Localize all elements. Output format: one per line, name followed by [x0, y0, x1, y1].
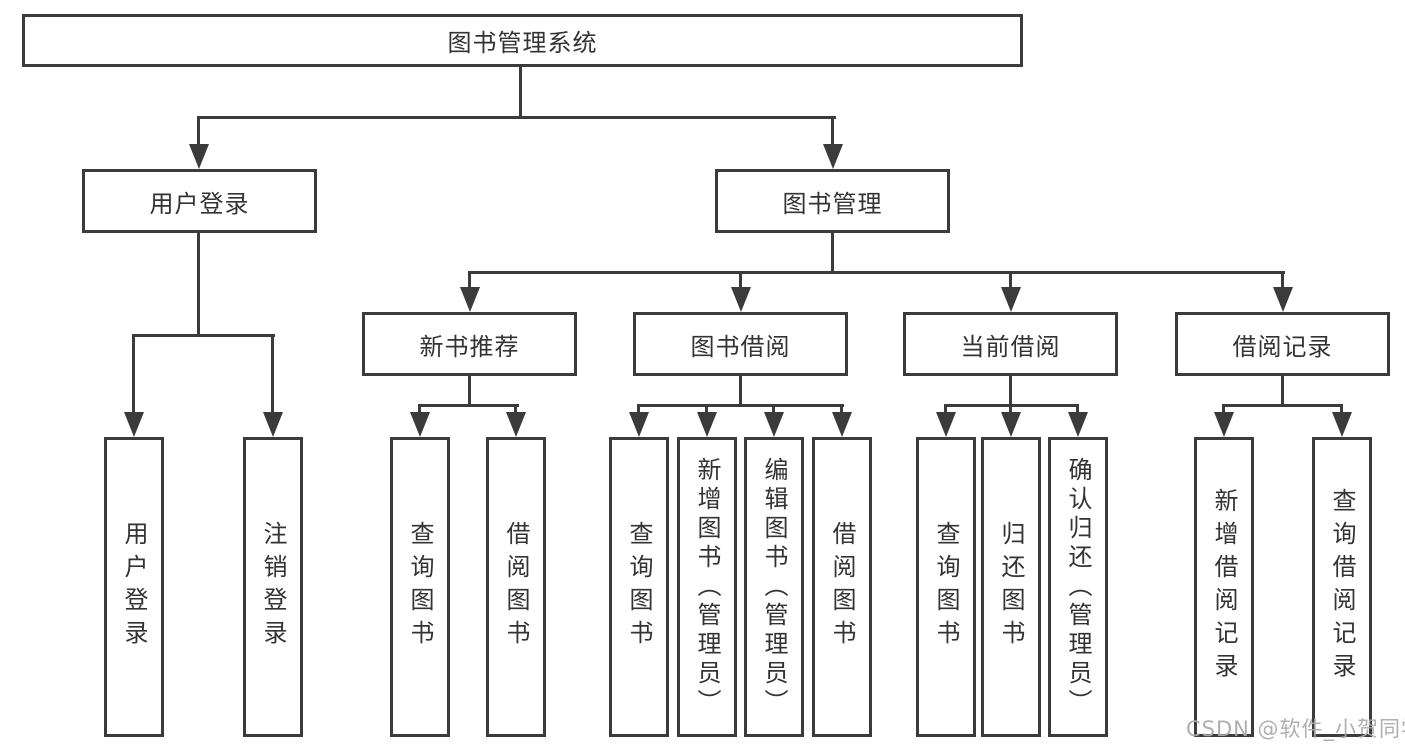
node-label: 图书借阅 [690, 332, 791, 361]
node-br-query-record: 查询借阅记录 [1312, 437, 1372, 737]
arrowhead-down-icon [263, 412, 283, 437]
connector-line [1009, 271, 1012, 299]
connector-line [468, 376, 471, 406]
node-label: 借阅记录 [1232, 332, 1333, 361]
node-label: 查询图书 [406, 521, 434, 653]
arrowhead-down-icon [1001, 412, 1021, 437]
node-label: 编辑图书（管理员） [760, 456, 788, 718]
node-label: 确认归还（管理员） [1064, 456, 1092, 718]
connector-line [831, 116, 834, 156]
arrowhead-down-icon [1273, 287, 1293, 312]
node-cb-return-books: 归还图书 [981, 437, 1041, 737]
node-current-borrow: 当前借阅 [903, 312, 1118, 376]
arrowhead-down-icon [764, 412, 784, 437]
connector-line [132, 334, 275, 337]
connector-line [418, 404, 519, 407]
arrowhead-down-icon [823, 144, 843, 169]
connector-line [1009, 376, 1012, 406]
connector-line [132, 334, 135, 424]
node-br-add-record: 新增借阅记录 [1194, 437, 1254, 737]
connector-line [1222, 404, 1343, 407]
connector-line [197, 116, 836, 119]
arrowhead-down-icon [629, 412, 649, 437]
arrowhead-down-icon [1068, 412, 1088, 437]
node-label: 借阅图书 [502, 521, 530, 653]
node-label: 查询图书 [625, 521, 653, 653]
connector-line [468, 271, 1285, 274]
node-label: 归还图书 [997, 521, 1025, 653]
arrowhead-down-icon [697, 412, 717, 437]
arrowhead-down-icon [1214, 412, 1234, 437]
connector-line [1281, 271, 1284, 299]
node-cb-query-books: 查询图书 [916, 437, 976, 737]
node-label: 新增图书（管理员） [693, 456, 721, 718]
connector-line [468, 271, 471, 299]
node-nb-query-books: 查询图书 [390, 437, 450, 737]
connector-line [739, 271, 742, 299]
node-label: 用户登录 [120, 521, 148, 653]
arrowhead-down-icon [410, 412, 430, 437]
arrowhead-down-icon [189, 144, 209, 169]
node-bb-add-books-admin: 新增图书（管理员） [677, 437, 737, 737]
arrowhead-down-icon [1332, 412, 1352, 437]
arrowhead-down-icon [460, 287, 480, 312]
node-new-book-recommend: 新书推荐 [362, 312, 577, 376]
node-bb-edit-books-admin: 编辑图书（管理员） [744, 437, 804, 737]
connector-line [197, 116, 200, 156]
node-login: 用户登录 [104, 437, 164, 737]
arrowhead-down-icon [124, 412, 144, 437]
arrowhead-down-icon [832, 412, 852, 437]
node-label: 查询借阅记录 [1328, 488, 1356, 686]
node-user-login: 用户登录 [82, 169, 317, 233]
arrowhead-down-icon [506, 412, 526, 437]
node-system-root: 图书管理系统 [22, 14, 1023, 67]
node-label: 当前借阅 [960, 332, 1061, 361]
arrowhead-down-icon [936, 412, 956, 437]
node-label: 借阅图书 [828, 521, 856, 653]
node-label: 图书管理系统 [447, 29, 598, 57]
node-borrow-records: 借阅记录 [1175, 312, 1390, 376]
node-label: 图书管理 [782, 189, 883, 218]
node-bb-borrow-books: 借阅图书 [812, 437, 872, 737]
node-label: 注销登录 [259, 521, 287, 653]
connector-line [739, 376, 742, 406]
node-label: 查询图书 [932, 521, 960, 653]
node-cb-confirm-return-admin: 确认归还（管理员） [1048, 437, 1108, 737]
node-nb-borrow-books: 借阅图书 [486, 437, 546, 737]
arrowhead-down-icon [731, 287, 751, 312]
node-label: 新书推荐 [419, 332, 520, 361]
node-book-borrow: 图书借阅 [633, 312, 848, 376]
connector-line [1281, 376, 1284, 406]
connector-line [519, 66, 522, 118]
node-label: 新增借阅记录 [1210, 488, 1238, 686]
connector-line [831, 233, 834, 274]
arrowhead-down-icon [1001, 287, 1021, 312]
node-bb-query-books: 查询图书 [609, 437, 669, 737]
watermark: CSDN @软件_小贺同学 [1186, 717, 1405, 741]
connector-line [637, 404, 844, 407]
node-label: 用户登录 [149, 189, 250, 218]
node-book-management: 图书管理 [715, 169, 950, 233]
connector-line [271, 334, 274, 424]
node-logout: 注销登录 [243, 437, 303, 737]
connector-line [197, 233, 200, 337]
